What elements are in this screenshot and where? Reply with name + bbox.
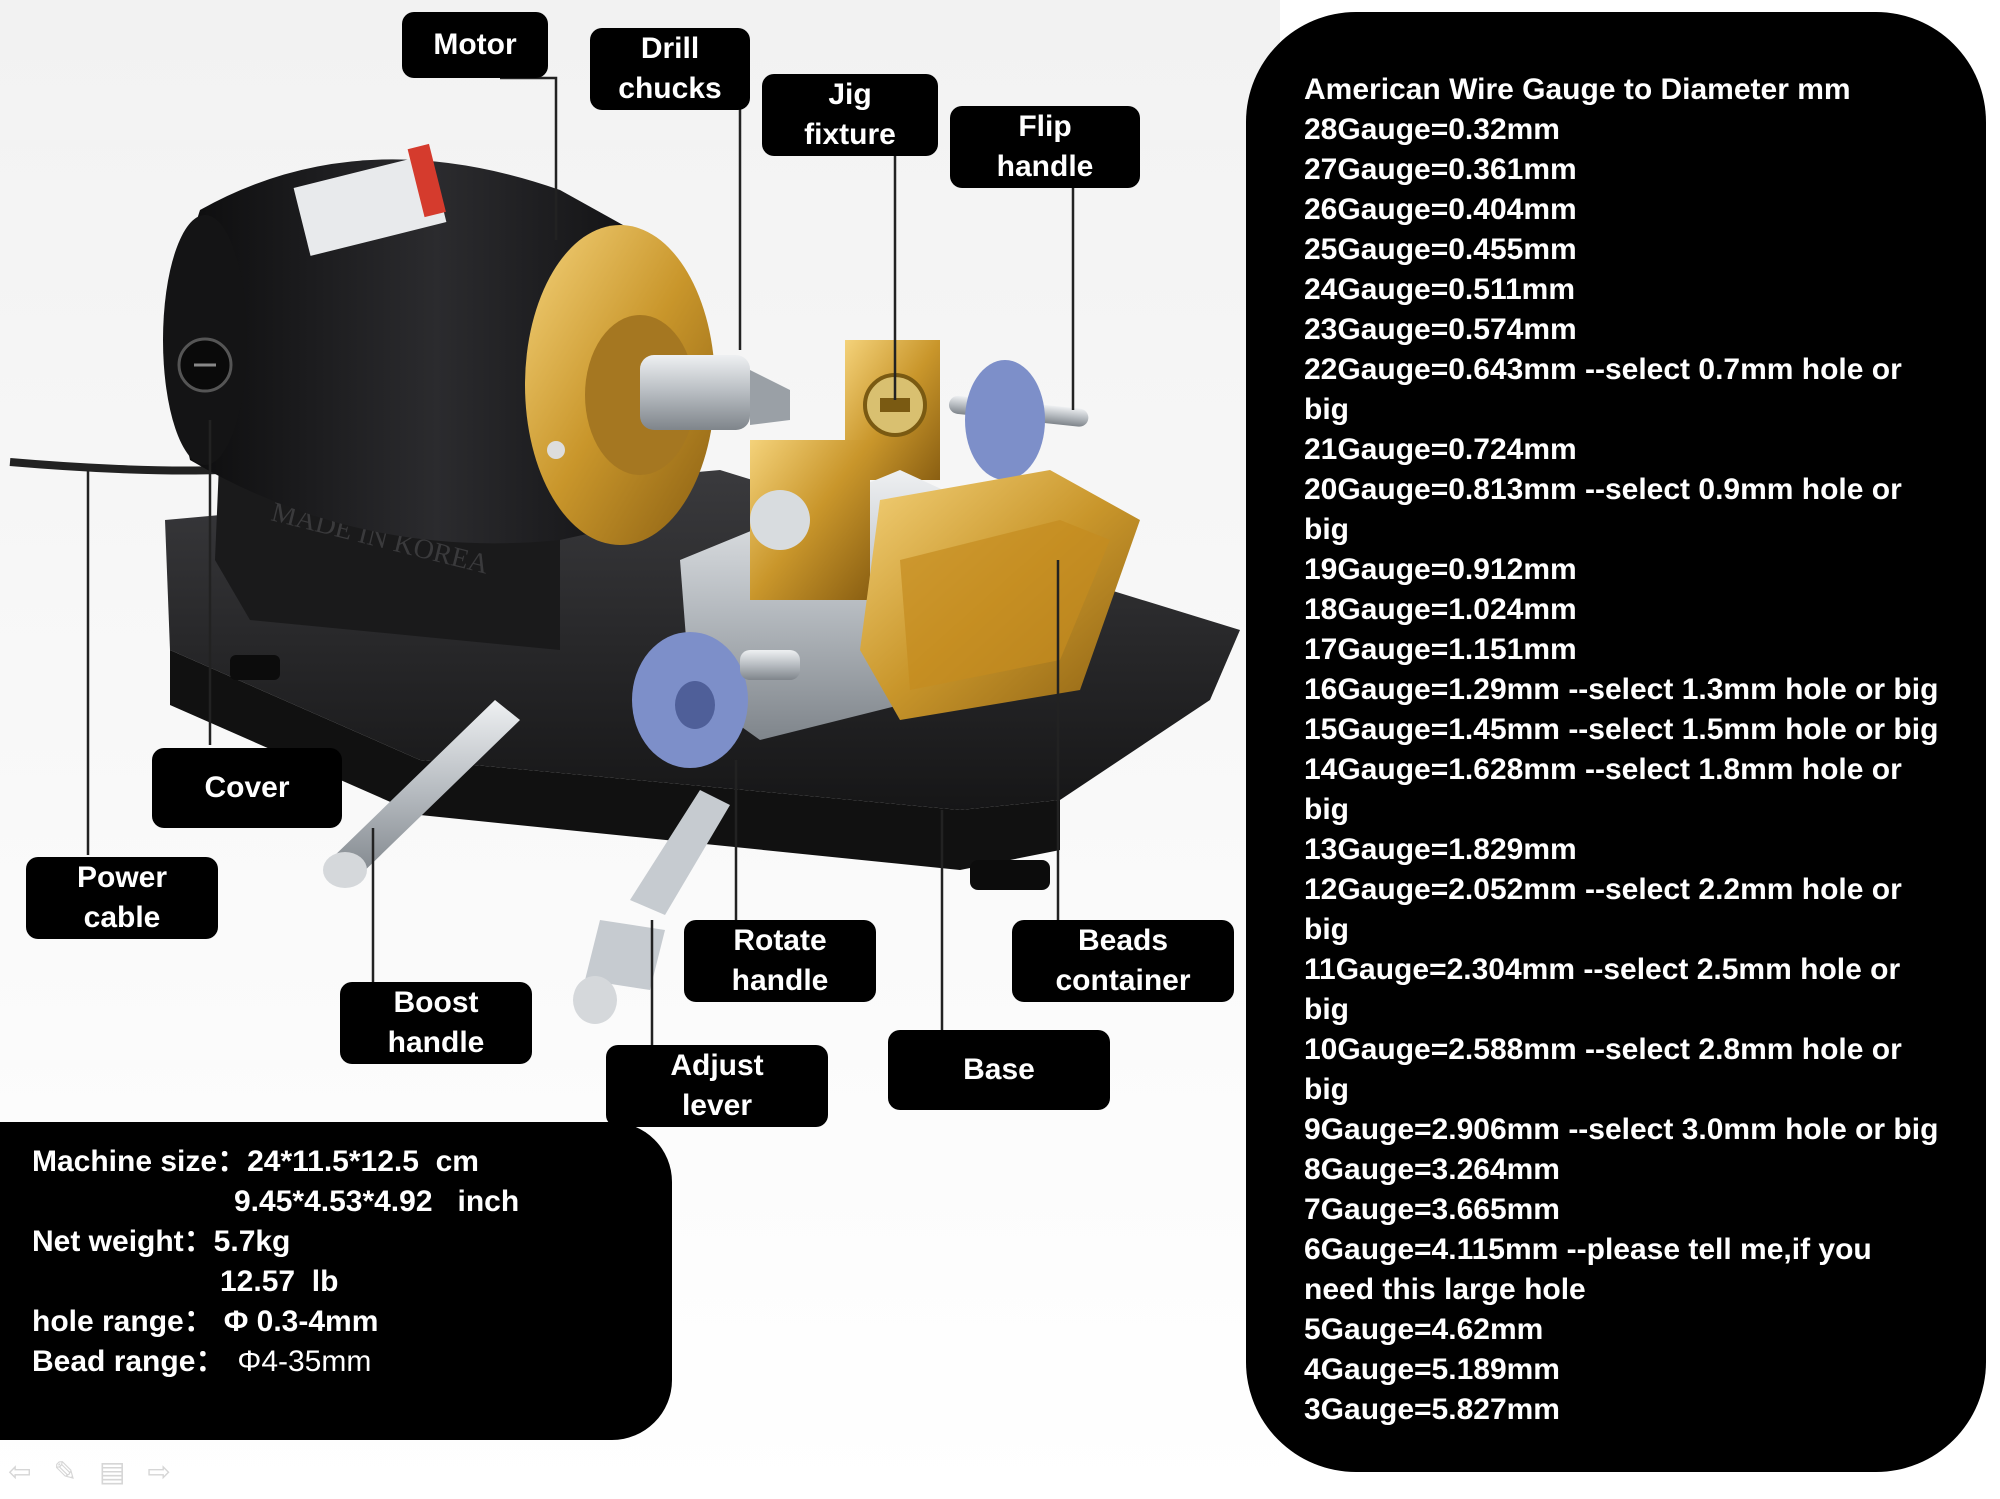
spec-weight-kg: 5.7kg [213, 1225, 291, 1258]
spec-row-size: Machine size：24*11.5*12.5 cm [32, 1142, 672, 1182]
gauge-table-line: 11Gauge=2.304mm --select 2.5mm hole or [1304, 953, 1901, 986]
spec-row-size-inch: 9.45*4.53*4.92 inch [32, 1182, 672, 1222]
spec-row-bead: Bead range： Φ4-35mm [32, 1342, 672, 1382]
gauge-table-line: 3Gauge=5.827mm [1304, 1393, 1560, 1426]
rotate-handle-label: Rotate handle [684, 920, 876, 1002]
base-label: Base [888, 1030, 1110, 1110]
base-foot [970, 860, 1050, 890]
gauge-table-line: 25Gauge=0.455mm [1304, 233, 1577, 266]
gauge-table-line: 24Gauge=0.511mm [1304, 273, 1576, 306]
jig-fixture-label: Jig fixture [762, 74, 938, 156]
gauge-table-line: 10Gauge=2.588mm --select 2.8mm hole or [1304, 1033, 1902, 1066]
cover-label: Cover [152, 748, 342, 828]
slide-nav: ⇦ ✎ ▤ ⇨ [8, 1455, 171, 1488]
gauge-table-line: 26Gauge=0.404mm [1304, 193, 1577, 226]
gauge-table-line: 18Gauge=1.024mm [1304, 593, 1577, 626]
gauge-table-line: big [1304, 913, 1349, 946]
machine-illustration: MADE IN KOREA [0, 0, 1280, 1499]
gauge-table-line: 17Gauge=1.151mm [1304, 633, 1577, 666]
spec-size-cm: 24*11.5*12.5 cm [247, 1145, 479, 1178]
gauge-table-line: 15Gauge=1.45mm --select 1.5mm hole or bi… [1304, 713, 1939, 746]
gauge-table-line: 28Gauge=0.32mm [1304, 113, 1560, 146]
gauge-table-line: 27Gauge=0.361mm [1304, 153, 1577, 186]
gauge-table-line: 13Gauge=1.829mm [1304, 833, 1577, 866]
gauge-table-line: big [1304, 993, 1349, 1026]
spec-bead-label: Bead range： [32, 1345, 226, 1378]
spec-weight-label: Net weight： [32, 1225, 214, 1258]
gauge-table-line: 20Gauge=0.813mm --select 0.9mm hole or [1304, 473, 1902, 506]
beads-container-label: Beads container [1012, 920, 1234, 1002]
power-cable-label: Power cable [26, 857, 218, 939]
base-foot [230, 655, 280, 680]
boost-handle-rod [330, 700, 520, 880]
gauge-table-line: 14Gauge=1.628mm --select 1.8mm hole or [1304, 753, 1902, 786]
forward-arrow-icon[interactable]: ⇨ [147, 1456, 171, 1487]
motor-label-sticker [293, 154, 447, 256]
motor-body [177, 159, 650, 544]
spec-size-label: Machine size： [32, 1145, 248, 1178]
gauge-table-line: 21Gauge=0.724mm [1304, 433, 1577, 466]
specs-panel: Machine size：24*11.5*12.5 cm 9.45*4.53*4… [0, 1122, 672, 1440]
leader-lines [86, 76, 1075, 1045]
pen-icon[interactable]: ✎ [53, 1456, 77, 1487]
spec-row-hole: hole range： Φ 0.3-4mm [32, 1302, 672, 1342]
gauge-table-line: 6Gauge=4.115mm --please tell me,if you [1304, 1233, 1872, 1266]
spec-bead-value: Φ4-35mm [237, 1345, 372, 1378]
adjust-lever-label: Adjust lever [606, 1045, 828, 1127]
menu-icon[interactable]: ▤ [98, 1456, 126, 1487]
gauge-table-panel: American Wire Gauge to Diameter mm 28Gau… [1246, 12, 1986, 1472]
spec-hole-label: hole range： [32, 1305, 214, 1338]
gauge-table-line: 7Gauge=3.665mm [1304, 1193, 1560, 1226]
gauge-table-line: 9Gauge=2.906mm --select 3.0mm hole or bi… [1304, 1113, 1939, 1146]
spec-row-weight-lb: 12.57 lb [32, 1262, 672, 1302]
base-plate-front [170, 650, 1060, 870]
boost-handle-label: Boost handle [340, 982, 532, 1064]
gauge-table-line: 16Gauge=1.29mm --select 1.3mm hole or bi… [1304, 673, 1939, 706]
gauge-table-lines: 28Gauge=0.32mm 27Gauge=0.361mm 26Gauge=0.4… [1304, 110, 1986, 1430]
motor-label: Motor [402, 12, 548, 78]
flip-handle-label: Flip handle [950, 106, 1140, 188]
spec-hole-value: Φ 0.3-4mm [223, 1305, 379, 1338]
spec-row-weight: Net weight：5.7kg [32, 1222, 672, 1262]
spec-size-inch: 9.45*4.53*4.92 inch [234, 1185, 520, 1218]
gauge-table-line: big [1304, 393, 1349, 426]
gauge-table-line: 22Gauge=0.643mm --select 0.7mm hole or [1304, 353, 1902, 386]
gauge-table-line: 8Gauge=3.264mm [1304, 1153, 1560, 1186]
spec-weight-lb: 12.57 lb [220, 1265, 339, 1298]
gauge-table-line: big [1304, 793, 1349, 826]
adjust-lever-bar [630, 790, 730, 915]
drill-chuck [640, 355, 750, 430]
power-cable-wire [9, 458, 221, 475]
gauge-table-line: big [1304, 1073, 1349, 1106]
gauge-table-line: 23Gauge=0.574mm [1304, 313, 1577, 346]
drill-chucks-label: Drill chucks [590, 28, 750, 110]
gauge-table-line: 12Gauge=2.052mm --select 2.2mm hole or [1304, 873, 1902, 906]
gauge-table-line: big [1304, 513, 1349, 546]
gauge-table-line: 4Gauge=5.189mm [1304, 1353, 1560, 1386]
gauge-table-line: 19Gauge=0.912mm [1304, 553, 1577, 586]
back-arrow-icon[interactable]: ⇦ [8, 1456, 32, 1487]
gauge-table-title: American Wire Gauge to Diameter mm [1304, 73, 1851, 106]
gauge-table-line: need this large hole [1304, 1273, 1586, 1306]
gauge-table-line: 5Gauge=4.62mm [1304, 1313, 1544, 1346]
